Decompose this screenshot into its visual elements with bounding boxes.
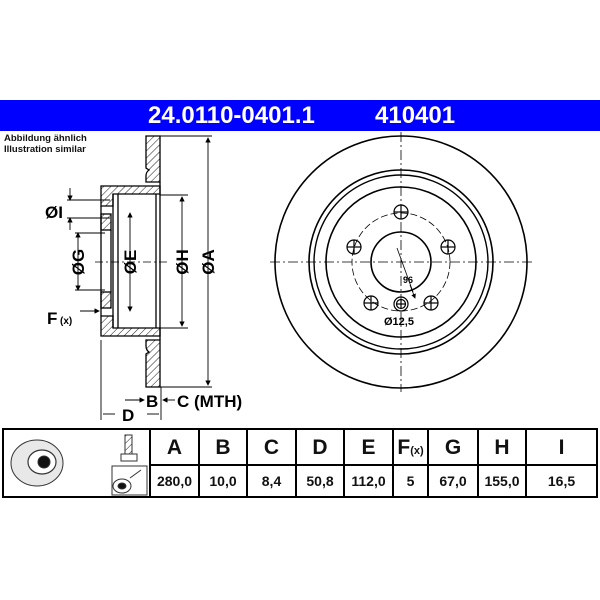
col-h-header: H bbox=[477, 430, 525, 466]
hub-contact-icon bbox=[111, 465, 148, 496]
illustration-note: Abbildung ähnlich Illustration similar bbox=[4, 133, 87, 155]
col-i-header: I bbox=[525, 430, 596, 466]
title-band: 24.0110-0401.1 410401 bbox=[0, 100, 600, 131]
label-dia-g: ØG bbox=[69, 249, 88, 275]
technical-drawing: ØI ØG ØE ØH ØA F (x) B C (MTH) D bbox=[45, 132, 532, 425]
article-code: 410401 bbox=[375, 102, 456, 129]
label-d: D bbox=[122, 406, 134, 425]
label-dia-h: ØH bbox=[173, 249, 192, 275]
brake-disc-icon bbox=[10, 439, 64, 487]
label-c-mth: C (MTH) bbox=[177, 392, 242, 411]
col-f-sub: (x) bbox=[410, 445, 424, 457]
label-dia-a: ØA bbox=[199, 249, 218, 275]
col-b-value: 10,0 bbox=[198, 466, 246, 496]
col-b-header: B bbox=[198, 430, 246, 466]
label-dia-i: ØI bbox=[45, 203, 63, 222]
col-d-header: D bbox=[295, 430, 343, 466]
col-e-header: E bbox=[343, 430, 392, 466]
col-d-value: 50,8 bbox=[295, 466, 343, 496]
label-b: B bbox=[146, 392, 158, 411]
col-f-value: 5 bbox=[392, 466, 427, 496]
bolt-icon bbox=[120, 434, 138, 462]
col-g-value: 67,0 bbox=[427, 466, 477, 496]
spec-table: A B C D E F(x) G H I 280,0 10,0 8,4 50,8… bbox=[2, 428, 598, 498]
part-number: 24.0110-0401.1 bbox=[148, 102, 315, 129]
col-c-header: C bbox=[246, 430, 295, 466]
col-f-header: F(x) bbox=[392, 430, 427, 466]
col-e-value: 112,0 bbox=[343, 466, 392, 496]
col-i-value: 16,5 bbox=[525, 466, 596, 496]
col-c-value: 8,4 bbox=[246, 466, 295, 496]
label-f-sub: (x) bbox=[60, 316, 72, 327]
col-f-label: F bbox=[397, 436, 411, 459]
side-section-view: ØI ØG ØE ØH ØA F (x) B C (MTH) D bbox=[45, 135, 242, 425]
col-a-value: 280,0 bbox=[149, 466, 198, 496]
col-h-value: 155,0 bbox=[477, 466, 525, 496]
label-f: F bbox=[47, 309, 57, 328]
col-a-header: A bbox=[149, 430, 198, 466]
icons-cell bbox=[4, 430, 149, 496]
label-dia-e: ØE bbox=[121, 250, 140, 275]
front-view: 96 Ø12,5 bbox=[270, 132, 532, 392]
note-de: Abbildung ähnlich bbox=[4, 133, 87, 144]
col-g-header: G bbox=[427, 430, 477, 466]
hole-diameter-label: Ø12,5 bbox=[384, 316, 414, 328]
note-en: Illustration similar bbox=[4, 144, 86, 155]
pcd-label: 96 bbox=[403, 275, 413, 285]
